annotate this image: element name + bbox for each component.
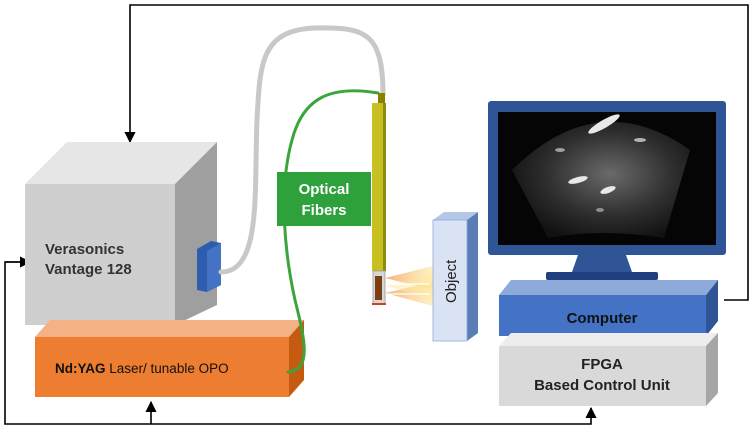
object-block: Object	[432, 212, 478, 342]
verasonics-top	[25, 142, 217, 184]
fiber-label-box: Optical Fibers	[277, 172, 371, 226]
fpga-box: FPGA Based Control Unit	[499, 333, 718, 406]
probe-body	[372, 103, 386, 271]
verasonics-box: Verasonics Vantage 128	[25, 142, 217, 325]
object-front	[432, 219, 468, 342]
object-top	[433, 212, 478, 220]
wire-computer-to-verasonics	[124, 4, 749, 301]
monitor-base	[546, 272, 658, 280]
computer-side	[706, 280, 718, 336]
object-side	[467, 212, 478, 341]
monitor	[488, 101, 726, 280]
fiber-label-line1: Optical	[299, 181, 350, 198]
laser-box: Nd:YAG Laser/ tunable OPO	[35, 320, 304, 397]
laser-label-rest: Laser/ tunable OPO	[106, 361, 229, 376]
laser-front	[35, 337, 289, 397]
fpga-label-line2: Based Control Unit	[534, 377, 670, 394]
object-label: Object	[443, 259, 460, 303]
computer-top	[499, 280, 718, 295]
control-wires	[4, 4, 749, 425]
fiber-label-line2: Fibers	[301, 202, 346, 219]
monitor-neck	[572, 255, 632, 272]
fiber-label-bg	[277, 172, 371, 226]
ultrasound-speckle	[555, 114, 646, 212]
laser-label: Nd:YAG Laser/ tunable OPO	[55, 361, 229, 376]
laser-label-bold: Nd:YAG	[55, 361, 106, 376]
light-beams	[385, 266, 433, 306]
fpga-top	[499, 333, 718, 346]
computer-box: Computer	[499, 280, 718, 336]
laser-side	[289, 320, 304, 397]
computer-label: Computer	[567, 310, 638, 327]
fpga-label-line1: FPGA	[581, 356, 623, 373]
probe-transducer	[375, 276, 382, 300]
verasonics-port	[197, 241, 221, 292]
verasonics-label-line2: Vantage 128	[45, 261, 132, 278]
fpga-front	[499, 346, 706, 406]
verasonics-front	[25, 184, 175, 325]
probe-tip	[378, 93, 385, 103]
computer-front	[499, 295, 706, 336]
verasonics-label-line1: Verasonics	[45, 241, 124, 258]
laser-top	[35, 320, 304, 337]
gray-fiber	[218, 25, 386, 275]
fpga-side	[706, 333, 718, 406]
probe-body-shade	[383, 103, 386, 271]
probe	[372, 93, 386, 305]
